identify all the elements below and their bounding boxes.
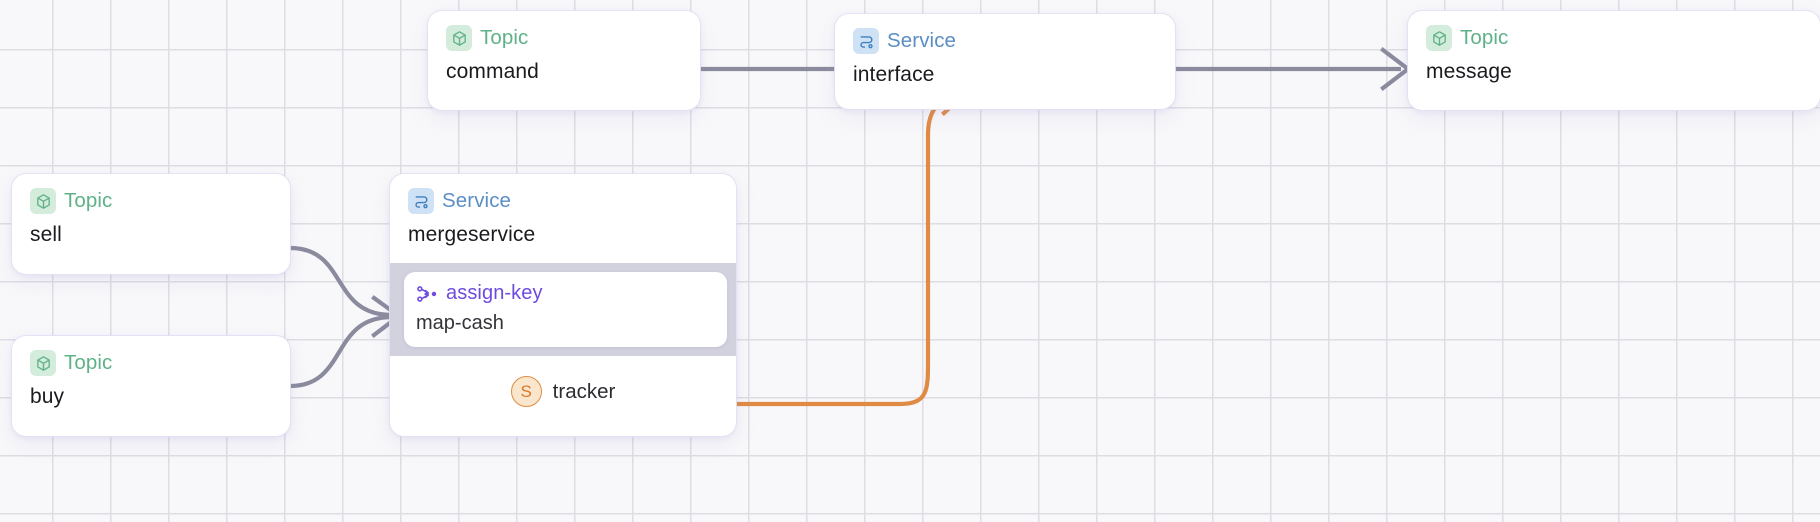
node-mergeservice[interactable]: Service mergeservice bbox=[390, 174, 736, 436]
tracker-avatar: S bbox=[510, 376, 542, 407]
merge-nodes-icon bbox=[416, 283, 438, 305]
node-mergeservice-kind: Service bbox=[442, 189, 512, 212]
node-command[interactable]: Topic command bbox=[428, 11, 700, 110]
node-assign-key[interactable]: assign-key map-cash bbox=[404, 272, 727, 347]
cube-icon bbox=[30, 350, 56, 376]
route-icon bbox=[408, 188, 434, 214]
node-assign-key-header: assign-key bbox=[404, 282, 727, 305]
node-sell-name: sell bbox=[30, 223, 62, 246]
cube-icon bbox=[1426, 25, 1452, 51]
edge-tracker-interface bbox=[736, 92, 963, 407]
node-mergeservice-header: Service bbox=[390, 174, 736, 214]
node-command-header: Topic bbox=[428, 11, 700, 51]
node-assign-key-name: map-cash bbox=[416, 312, 504, 334]
node-buy-name: buy bbox=[30, 385, 65, 408]
node-interface-header: Service bbox=[835, 14, 1175, 54]
route-icon bbox=[853, 28, 879, 54]
node-command-name: command bbox=[446, 60, 539, 83]
node-command-kind: Topic bbox=[480, 26, 529, 49]
cube-icon bbox=[30, 188, 56, 214]
node-buy-kind: Topic bbox=[64, 351, 113, 374]
arrowhead-interface-message bbox=[1380, 47, 1412, 91]
node-buy-header: Topic bbox=[12, 336, 290, 376]
node-message-kind: Topic bbox=[1460, 26, 1509, 49]
node-buy[interactable]: Topic buy bbox=[12, 336, 290, 436]
cube-icon bbox=[446, 25, 472, 51]
node-interface-kind: Service bbox=[887, 29, 957, 52]
node-message-name: message bbox=[1426, 60, 1512, 83]
node-message[interactable]: Topic message bbox=[1408, 11, 1820, 110]
node-assign-key-kind: assign-key bbox=[446, 282, 543, 304]
node-message-header: Topic bbox=[1408, 11, 1820, 51]
node-interface[interactable]: Service interface bbox=[835, 14, 1175, 109]
tracker-label: tracker bbox=[552, 379, 616, 403]
node-sell-kind: Topic bbox=[64, 189, 113, 212]
node-interface-name: interface bbox=[853, 63, 935, 86]
node-mergeservice-name: mergeservice bbox=[408, 223, 536, 246]
node-sell-header: Topic bbox=[12, 174, 290, 214]
node-sell[interactable]: Topic sell bbox=[12, 174, 290, 274]
tracker-row[interactable]: S tracker bbox=[390, 356, 736, 431]
child-node-container: assign-key map-cash bbox=[390, 263, 736, 356]
edge-buy-assignkey bbox=[289, 314, 393, 389]
edge-sell-assignkey bbox=[289, 245, 393, 318]
